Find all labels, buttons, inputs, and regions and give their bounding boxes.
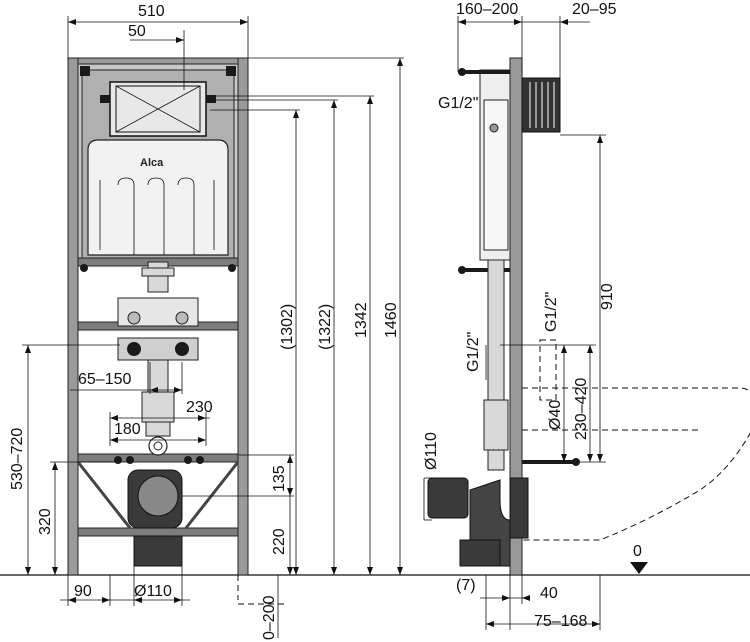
thread-top: G1/2" <box>438 95 478 112</box>
dim-320: 320 <box>37 508 54 535</box>
dim-75-168: 75–168 <box>534 613 587 630</box>
brand-logo: Alca <box>140 157 164 169</box>
dim-180: 180 <box>114 421 141 438</box>
dim-510: 510 <box>138 3 165 20</box>
dim-1322: (1322) <box>317 304 334 350</box>
dim-d110-side: Ø110 <box>423 432 440 470</box>
dim-220: 220 <box>271 528 288 555</box>
dim-230: 230 <box>186 399 213 416</box>
wc-inlet-outline <box>539 339 557 401</box>
dim-20-95: 20–95 <box>572 1 617 18</box>
dim-7: (7) <box>456 577 476 594</box>
dim-90: 90 <box>74 583 92 600</box>
dim-1342: 1342 <box>353 302 370 338</box>
dim-135: 135 <box>271 465 288 492</box>
dim-50: 50 <box>128 23 146 40</box>
side-dimension-lines <box>423 16 606 630</box>
front-dimension-lines <box>22 16 404 638</box>
dim-40: 40 <box>540 585 558 602</box>
floor-level-marker <box>630 562 648 574</box>
front-arrowheads <box>25 19 403 603</box>
dim-0-200: 0–200 <box>261 595 278 640</box>
floor-zero-label: 0 <box>633 543 642 560</box>
dim-910: 910 <box>599 283 616 310</box>
dim-d40: Ø40 <box>547 400 564 430</box>
thread-mid-left: G1/2" <box>465 332 482 372</box>
dim-d110-front: Ø110 <box>134 583 172 600</box>
dim-1460: 1460 <box>383 302 400 338</box>
dim-1302: (1302) <box>279 304 296 350</box>
dim-160-200: 160–200 <box>456 1 518 18</box>
front-plumbing <box>117 261 199 567</box>
dim-65-150: 65–150 <box>78 371 131 388</box>
thread-mid-right: G1/2" <box>543 292 560 332</box>
side-arrowheads <box>458 19 603 627</box>
side-frame <box>427 57 580 576</box>
front-frame <box>67 57 249 576</box>
dim-530-720: 530–720 <box>9 428 26 490</box>
dim-230-420: 230–420 <box>573 378 590 440</box>
